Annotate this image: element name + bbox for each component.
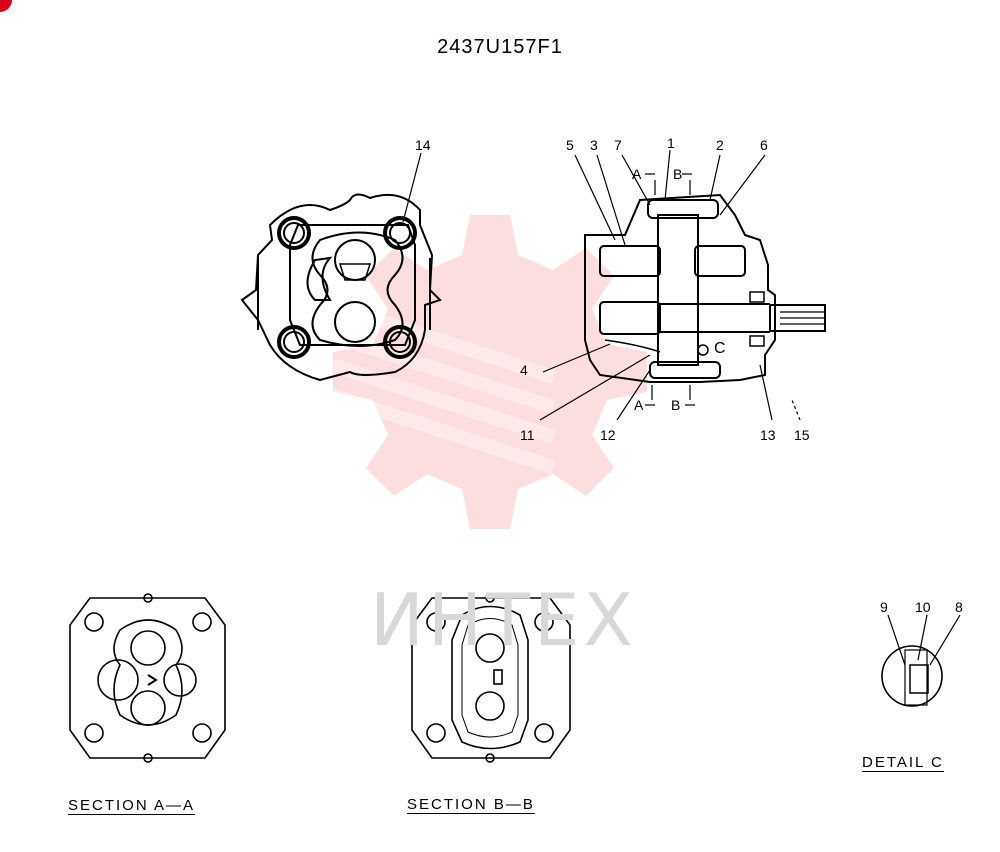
section-cut-lines xyxy=(645,173,695,406)
part-label-6: 6 xyxy=(760,137,768,153)
section-marker-b-top: B xyxy=(673,166,683,182)
part-label-7: 7 xyxy=(614,137,622,153)
part-label-14: 14 xyxy=(415,137,431,153)
part-label-1: 1 xyxy=(667,135,675,151)
part-label-3: 3 xyxy=(590,137,598,153)
leader-lines xyxy=(539,149,801,421)
part-label-13: 13 xyxy=(760,427,776,443)
section-bb-drawing xyxy=(411,593,571,763)
watermark-gear-icon xyxy=(333,215,647,529)
part-label-11: 11 xyxy=(520,427,535,443)
detail-c-drawing xyxy=(881,614,961,707)
part-label-12: 12 xyxy=(600,427,616,443)
part-label-4: 4 xyxy=(520,362,528,378)
section-aa-caption: SECTION A—A xyxy=(68,797,196,814)
detail-marker-c: C xyxy=(714,340,726,357)
part-label-8: 8 xyxy=(955,599,963,615)
front-view xyxy=(240,193,442,382)
part-label-10: 10 xyxy=(915,599,931,615)
section-aa-drawing xyxy=(69,593,226,763)
part-label-5: 5 xyxy=(566,137,574,153)
side-view xyxy=(584,193,826,383)
detail-c-caption: DETAIL C xyxy=(862,754,944,771)
part-label-15: 15 xyxy=(794,427,810,443)
watermark-stripes xyxy=(304,290,556,474)
watermark-text: ИНТЕХ xyxy=(370,578,637,662)
section-marker-b-bottom: B xyxy=(671,397,681,413)
section-marker-a-top: A xyxy=(632,166,642,182)
part-label-2: 2 xyxy=(716,137,724,153)
drawing-number: 2437U157F1 xyxy=(437,36,563,58)
section-marker-a-bottom: A xyxy=(634,397,644,413)
part-label-9: 9 xyxy=(880,599,888,615)
section-bb-caption: SECTION B—B xyxy=(407,796,535,813)
